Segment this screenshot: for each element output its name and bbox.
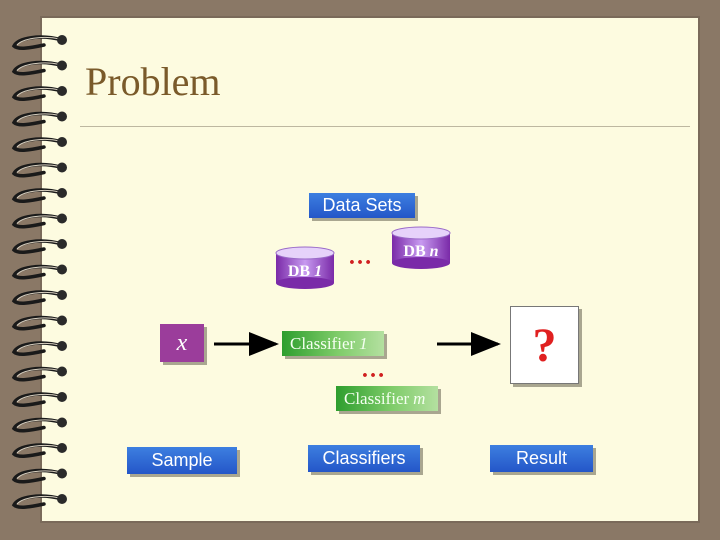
classifiers-label: Classifiers [322, 448, 406, 468]
db-first-name: DB [287, 263, 311, 280]
binding-ring [11, 392, 67, 407]
classifier-first-index: 1 [359, 333, 368, 353]
classifier-last-name: Classifier [344, 388, 410, 408]
binding-ring [11, 239, 67, 254]
binding-ring [11, 417, 67, 433]
db-last-cylinder: DB n [391, 226, 451, 270]
db-first-label: DB 1 [275, 263, 335, 281]
db-ellipsis: … [348, 244, 373, 270]
result-symbol: ? [532, 318, 557, 372]
binding-ring [11, 111, 67, 127]
sample-box: Sample [127, 447, 237, 474]
classifier-first-name: Classifier [290, 333, 356, 353]
binding-ring [11, 494, 67, 509]
input-x-label: x [176, 329, 188, 356]
binding-ring [11, 366, 67, 382]
input-x-box: x [160, 324, 204, 362]
result-label-box: Result [490, 445, 593, 472]
binding-ring [11, 264, 67, 280]
db-last-name: DB [403, 243, 426, 260]
classifiers-box: Classifiers [308, 445, 420, 472]
binding-ring [11, 341, 67, 356]
binding-ring [11, 188, 67, 203]
classifier-last-index: m [413, 388, 426, 408]
database-icon [275, 246, 335, 289]
db-last-index: n [429, 243, 439, 260]
result-box: ? [510, 306, 579, 384]
binding-ring [11, 443, 67, 458]
binding-ring [11, 60, 67, 76]
binding-ring [11, 213, 67, 229]
classifier-ellipsis: … [361, 357, 386, 383]
title-rule [80, 126, 690, 127]
binding-ring [11, 137, 67, 152]
database-icon [391, 226, 451, 269]
spiral-binding [11, 35, 67, 509]
binding-ring [11, 162, 67, 178]
db-last-label: DB n [391, 243, 451, 261]
slide-title: Problem [85, 59, 221, 104]
sample-label: Sample [151, 450, 213, 470]
db-first-index: 1 [314, 263, 323, 280]
binding-ring [11, 290, 67, 305]
data-sets-box: Data Sets [309, 193, 415, 218]
binding-ring [11, 468, 67, 484]
result-label: Result [515, 448, 568, 468]
binding-ring [11, 86, 67, 101]
data-sets-label: Data Sets [322, 195, 402, 215]
slide-page [42, 18, 698, 521]
db-first-cylinder: DB 1 [275, 246, 335, 290]
binding-ring [11, 315, 67, 331]
binding-ring [11, 35, 67, 50]
